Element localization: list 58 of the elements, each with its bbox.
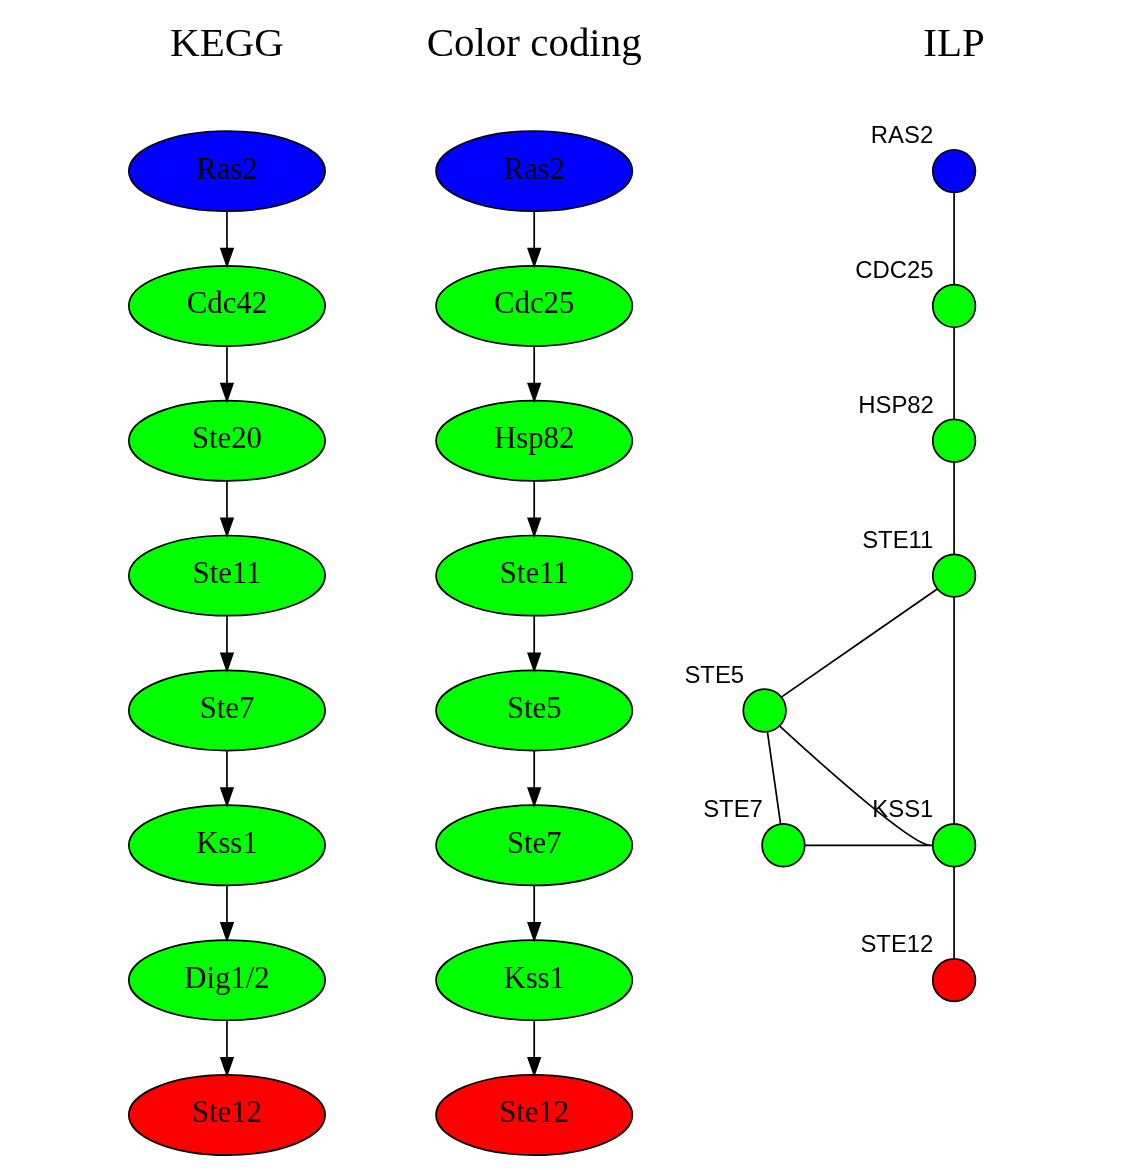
arrow xyxy=(526,750,541,808)
arrow xyxy=(526,615,541,673)
arrow xyxy=(219,345,234,404)
node-ellipse: Ste11 xyxy=(127,534,326,617)
label: KEGG xyxy=(169,19,284,66)
node-ellipse: Ras2 xyxy=(127,130,326,213)
connector xyxy=(952,461,955,556)
node-circle xyxy=(931,418,976,463)
arrow xyxy=(526,884,541,943)
node-ellipse: Cdc42 xyxy=(127,264,326,347)
node-label: STE12 xyxy=(859,930,933,958)
node-circle xyxy=(931,823,976,868)
arrow xyxy=(219,480,234,539)
arrow xyxy=(526,210,541,269)
node-label: KSS1 xyxy=(871,795,933,823)
arrow xyxy=(219,750,234,808)
node-label: CDC25 xyxy=(854,256,933,284)
node-ellipse: Ste12 xyxy=(434,1074,633,1156)
node-circle xyxy=(741,688,787,733)
label: ILP xyxy=(922,19,985,66)
connector xyxy=(780,588,938,698)
node-label: HSP82 xyxy=(857,390,934,418)
node-ellipse: Cdc25 xyxy=(434,264,633,347)
connector xyxy=(952,326,955,421)
node-label: RAS2 xyxy=(870,121,933,149)
node-circle xyxy=(931,957,976,1003)
node-ellipse: Ste11 xyxy=(434,534,633,617)
arrow xyxy=(526,480,541,539)
arrow xyxy=(219,1019,234,1078)
connector xyxy=(952,866,955,960)
node-circle xyxy=(931,553,976,598)
arrow xyxy=(526,345,541,404)
arrow xyxy=(526,1019,541,1078)
node-ellipse: Ras2 xyxy=(434,130,633,213)
node-label: STE7 xyxy=(702,795,763,823)
node-ellipse: Ste7 xyxy=(127,669,326,752)
node-ellipse: Ste7 xyxy=(434,804,633,887)
label: Color coding xyxy=(426,19,642,66)
connector xyxy=(778,725,931,847)
node-circle xyxy=(931,283,976,329)
connector xyxy=(952,191,955,286)
node-circle xyxy=(760,823,806,868)
arrow xyxy=(219,884,234,943)
node-ellipse: Hsp82 xyxy=(434,399,633,482)
node-ellipse: Kss1 xyxy=(127,804,326,887)
connector xyxy=(766,731,781,825)
node-ellipse: Dig1/2 xyxy=(127,939,326,1022)
arrow xyxy=(219,615,234,673)
arrow xyxy=(219,210,234,269)
connector xyxy=(803,844,933,847)
connector xyxy=(952,596,955,825)
node-ellipse: Kss1 xyxy=(434,939,633,1022)
node-ellipse: Ste20 xyxy=(127,399,326,482)
node-circle xyxy=(931,148,976,194)
node-label: STE5 xyxy=(683,660,744,688)
node-ellipse: Ste12 xyxy=(127,1074,326,1156)
node-ellipse: Ste5 xyxy=(434,669,633,752)
node-label: STE11 xyxy=(861,525,933,553)
